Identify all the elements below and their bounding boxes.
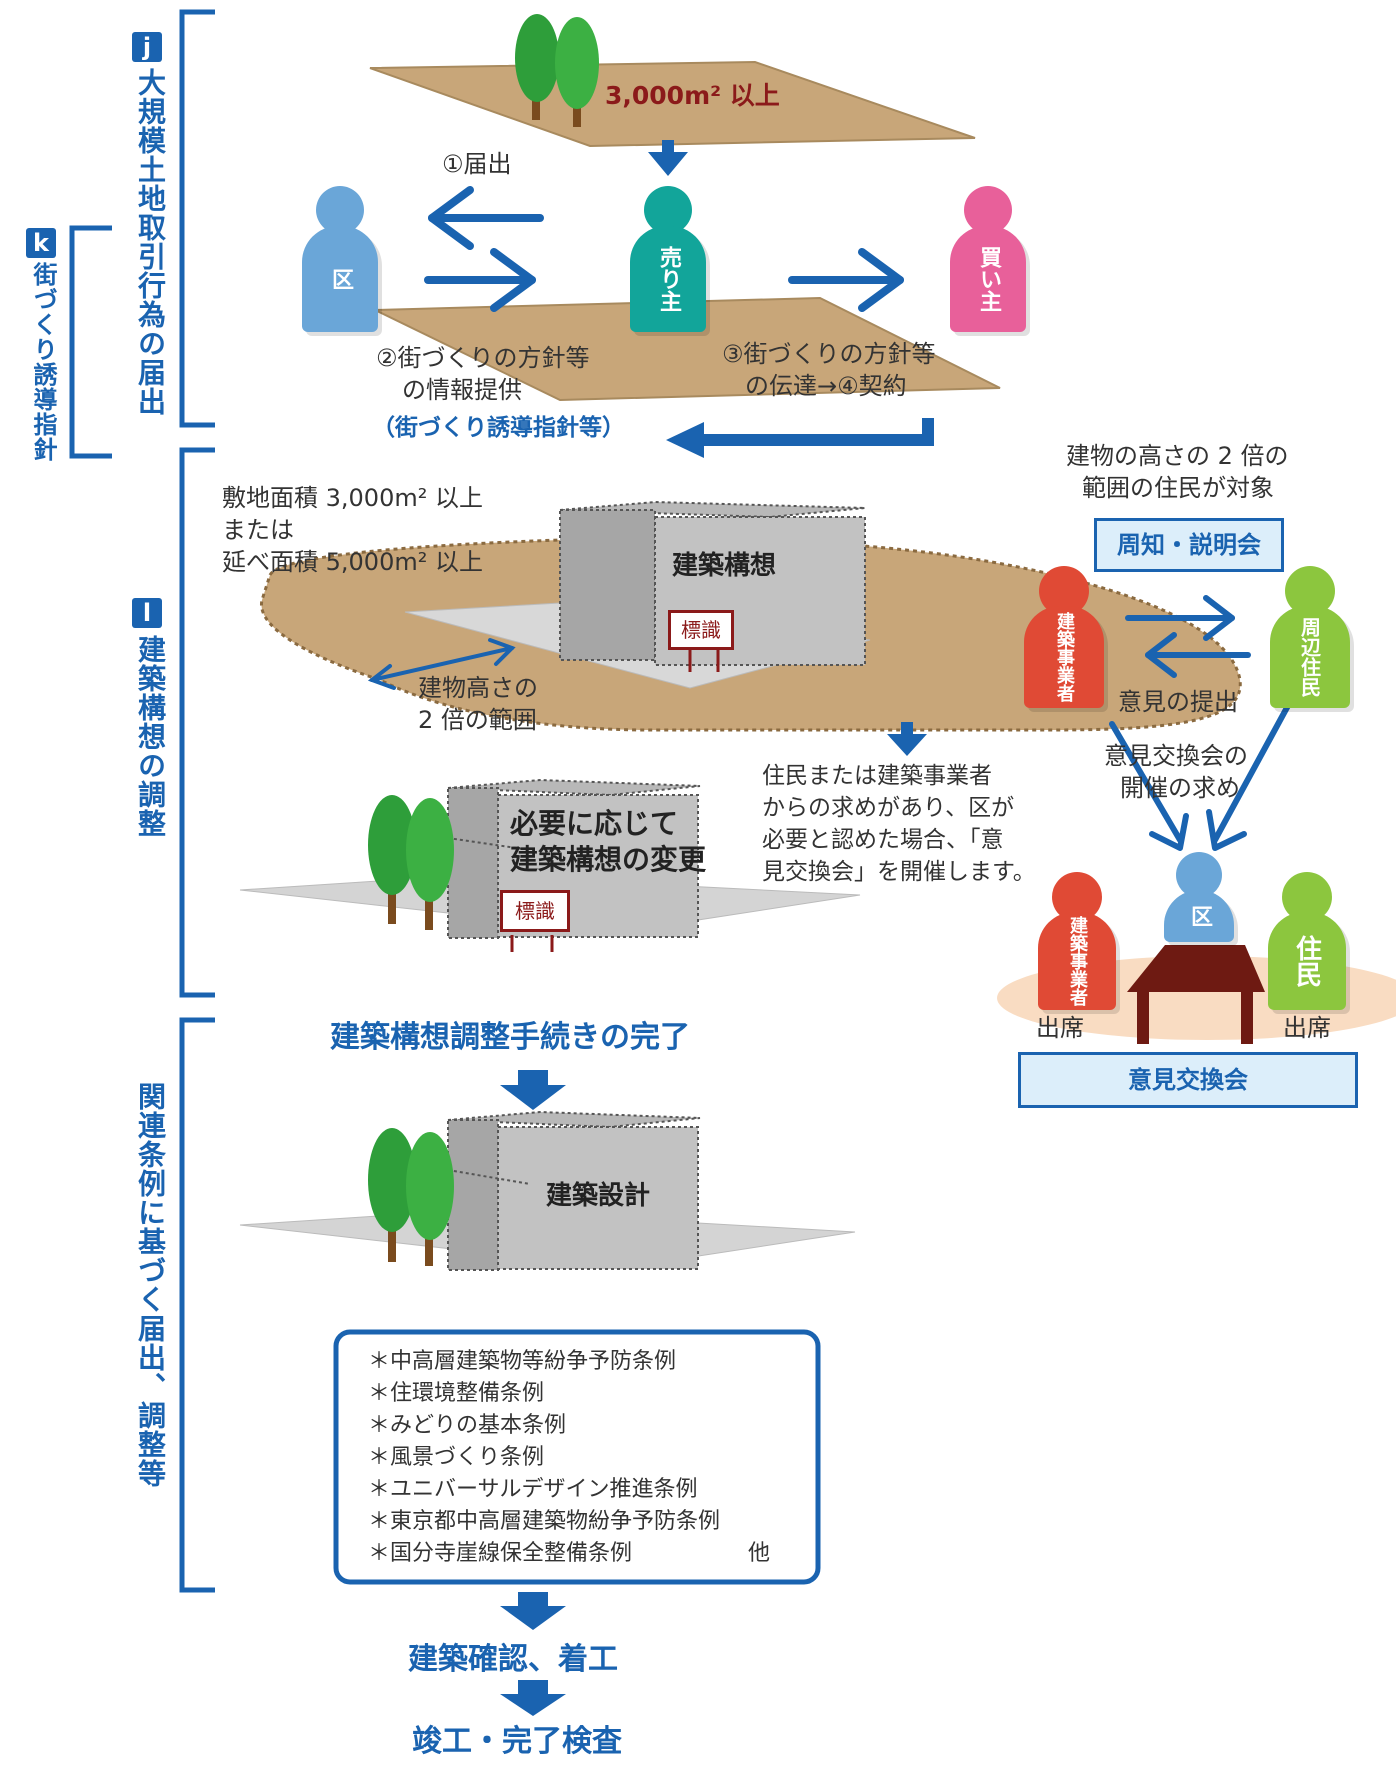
criteria-line2: または — [222, 516, 294, 544]
ordinance-other: 他 — [748, 1541, 771, 1566]
complete-label: 建築構想調整手続きの完了 — [330, 1020, 690, 1055]
arrow-elbow-icon — [666, 418, 934, 458]
meeting-builder: 建築事業者 — [1038, 872, 1116, 1010]
ordinance-item: ＊中高層建築物等紛争予防条例 — [368, 1349, 677, 1374]
ordinance-item: ＊国分寺崖線保全整備条例 — [368, 1541, 633, 1566]
actor-buyer: 買い主 — [950, 186, 1026, 332]
bracket-j — [179, 9, 215, 428]
note-line3: 必要と認めた場合、「意 — [762, 827, 1004, 853]
ordinance-item: ＊風景づくり条例 — [368, 1445, 545, 1470]
arrow-down-icon — [500, 1680, 566, 1716]
bracket-l — [179, 447, 215, 998]
arrow-right-icon — [424, 248, 536, 312]
arrow-down-icon — [500, 1070, 566, 1110]
change-line1: 必要に応じて — [510, 807, 679, 840]
sign-board: 標識 — [668, 610, 734, 650]
section-badge-k: k — [26, 228, 56, 258]
range-line2: 2 倍の範囲 — [418, 706, 537, 734]
inspection-label: 竣工・完了検査 — [412, 1724, 622, 1759]
attend-left: 出席 — [1036, 1014, 1084, 1042]
arrow-down-icon — [887, 722, 927, 756]
ordinance-item: ＊住環境整備条例 — [368, 1381, 545, 1406]
section-label-m: 関連条例に基づく届出、調整等 — [134, 1082, 167, 1488]
request-line2: 開催の求め — [1120, 774, 1240, 802]
confirm-label: 建築確認、着工 — [408, 1642, 618, 1677]
section-label-j: 大規模土地取引行為の届出 — [134, 68, 167, 416]
table-icon — [1127, 945, 1265, 1044]
bracket-m — [179, 1017, 215, 1593]
land-area-label: 3,000m² 以上 — [605, 81, 780, 110]
arrow-left-icon — [428, 186, 544, 250]
bracket-k — [69, 225, 112, 459]
actor-ku: 区 — [302, 186, 378, 332]
tree-icon — [368, 795, 454, 930]
arrow-down-icon — [648, 140, 688, 176]
step2-line1: ②街づくりの方針等 — [376, 344, 590, 372]
meeting-resident: 住民 — [1268, 872, 1346, 1010]
ordinance-item: ＊みどりの基本条例 — [368, 1413, 567, 1438]
note-line4: 見交換会」を開催します。 — [762, 859, 1036, 885]
ordinance-item: ＊ユニバーサルデザイン推進条例 — [368, 1477, 698, 1502]
design-label: 建築設計 — [546, 1181, 651, 1211]
ordinance-item: ＊東京都中高層建築物紛争予防条例 — [368, 1509, 721, 1534]
arrow-down-icon — [500, 1592, 566, 1630]
section-label-k: 街づくり誘導指針 — [29, 262, 57, 462]
step2-line2: の情報提供 — [402, 376, 522, 404]
ordinance-box — [333, 1329, 821, 1585]
target-line1: 建物の高さの 2 倍の — [1066, 442, 1289, 470]
actor-residents: 周辺住民 — [1270, 566, 1350, 708]
opinion-label: 意見の提出 — [1118, 688, 1238, 716]
range-double-arrow — [367, 638, 516, 690]
target-line2: 範囲の住民が対象 — [1082, 474, 1274, 502]
meeting-ku: 区 — [1164, 852, 1234, 942]
note-line2: からの求めがあり、区が — [762, 795, 1015, 821]
attend-right: 出席 — [1283, 1014, 1331, 1042]
arrow-left-icon — [1145, 632, 1251, 678]
step2-note: （街づくり誘導指針等） — [372, 415, 625, 441]
step3-line2: の伝達→④契約 — [745, 372, 907, 400]
criteria-line3: 延べ面積 5,000m² 以上 — [222, 548, 483, 576]
building-design — [447, 1110, 701, 1271]
notice-box: 周知・説明会 — [1094, 518, 1284, 572]
section-badge-j: j — [132, 32, 162, 62]
tree-icon — [368, 1128, 454, 1266]
actor-builder: 建築事業者 — [1024, 566, 1104, 708]
meeting-box: 意見交換会 — [1018, 1052, 1358, 1108]
actor-seller: 売り主 — [630, 186, 706, 332]
tree-icon — [515, 14, 599, 127]
step1-label: ①届出 — [442, 150, 512, 178]
step3-line1: ③街づくりの方針等 — [722, 340, 936, 368]
section-badge-l: l — [132, 598, 162, 628]
range-line1: 建物高さの — [418, 674, 538, 702]
arrow-right-icon — [788, 248, 904, 312]
note-line1: 住民または建築事業者 — [762, 763, 992, 789]
building-concept-label: 建築構想 — [672, 551, 777, 581]
sign-board: 標識 — [500, 890, 570, 932]
change-line2: 建築構想の変更 — [510, 843, 707, 876]
criteria-line1: 敷地面積 3,000m² 以上 — [222, 484, 483, 512]
section-label-l: 建築構想の調整 — [134, 635, 167, 838]
arrow-converge-icon — [1109, 699, 1293, 851]
request-line1: 意見交換会の — [1104, 742, 1248, 770]
arrow-right-icon — [1125, 595, 1235, 641]
